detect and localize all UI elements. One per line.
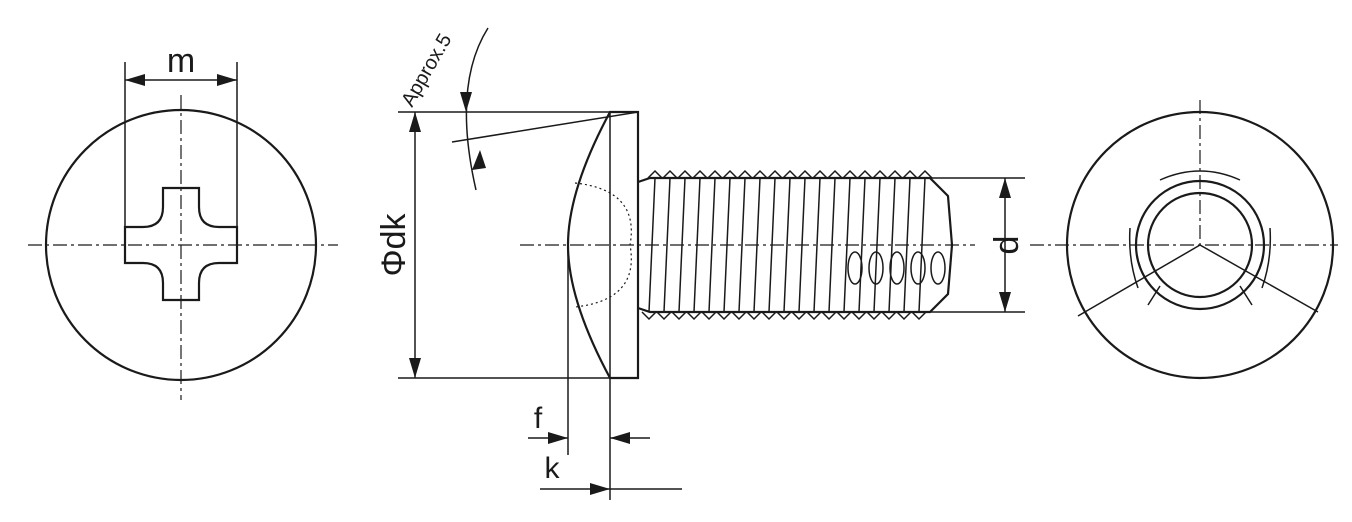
angle-note-label: Approx.5 [397,30,456,110]
dk-dimension-label: Φdk [375,212,413,276]
thread-forming-lobes [847,251,946,285]
k-dimension-label: k [545,452,561,485]
f-dimension-label: f [534,402,543,435]
thread-lines [641,169,933,321]
head-top-view [28,62,338,400]
phillips-recess-icon [123,186,239,302]
d-dimension-label: d [988,236,1026,255]
screw-side-view [398,27,1025,500]
m-dimension-label: m [167,42,195,80]
tip-end-view [1030,100,1338,380]
